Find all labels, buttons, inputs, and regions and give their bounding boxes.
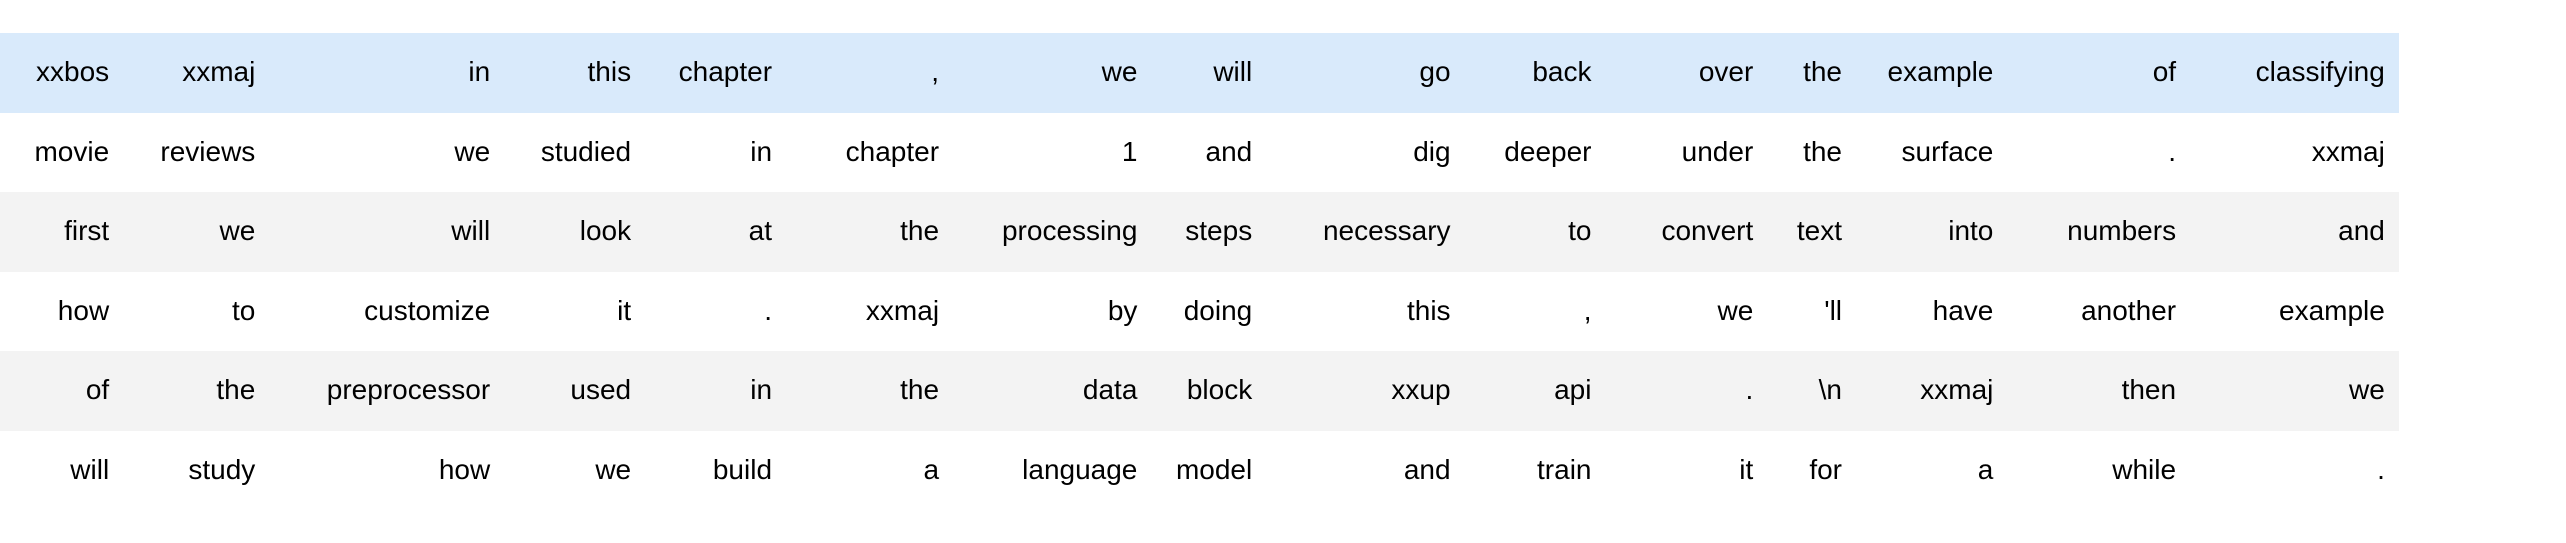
table-cell: study (123, 430, 270, 510)
table-cell: customize (269, 271, 505, 351)
table-cell: it (1605, 430, 1768, 510)
table-row: xxbos xxmaj in this chapter , we will go… (0, 33, 2566, 113)
table-cell: , (786, 33, 954, 113)
table-cell: chapter (786, 112, 954, 192)
table-cell: it (504, 271, 646, 351)
table-cell: reviews (123, 112, 270, 192)
table-row: first we will look at the processing ste… (0, 192, 2566, 272)
table-cell: block (1151, 351, 1267, 431)
table-cell: convert (1605, 192, 1768, 272)
table-cell: example (1856, 33, 2008, 113)
table-cell: and (1266, 430, 1465, 510)
table-cell: for (1767, 430, 1857, 510)
table-cell: language (953, 430, 1152, 510)
table-cell: we (953, 33, 1152, 113)
table-cell: go (1266, 33, 1465, 113)
table-cell: xxmaj (1856, 351, 2008, 431)
table-cell: doing (1151, 271, 1267, 351)
table-cell: , (1464, 271, 1606, 351)
table-cell: xxmaj (2190, 112, 2399, 192)
table-cell: how (0, 271, 124, 351)
table-cell: . (645, 271, 787, 351)
table-cell: have (1856, 271, 2008, 351)
table-cell: steps (1151, 192, 1267, 272)
table-cell: we (2190, 351, 2399, 431)
table-cell: studied (504, 112, 646, 192)
table-cell: build (645, 430, 787, 510)
table-cell: used (504, 351, 646, 431)
table-cell: and (2190, 192, 2399, 272)
table-cell: over (1605, 33, 1768, 113)
table-cell: how (269, 430, 505, 510)
table-cell: by (953, 271, 1152, 351)
table-cell: data (953, 351, 1152, 431)
table-cell: of (2007, 33, 2191, 113)
table-cell: preprocessor (269, 351, 505, 431)
table-cell: processing (953, 192, 1152, 272)
table-cell: into (1856, 192, 2008, 272)
table-cell: a (1856, 430, 2008, 510)
table-cell: then (2007, 351, 2191, 431)
table-cell: we (269, 112, 505, 192)
table-cell: the (123, 351, 270, 431)
table-cell: the (786, 351, 954, 431)
table-cell: we (1605, 271, 1768, 351)
table-cell: xxbos (0, 33, 124, 113)
table-cell: surface (1856, 112, 2008, 192)
table-cell: train (1464, 430, 1606, 510)
table-row: will study how we build a language model… (0, 430, 2566, 510)
table-cell: a (786, 430, 954, 510)
table-cell: will (0, 430, 124, 510)
table-cell: another (2007, 271, 2191, 351)
table-row: how to customize it . xxmaj by doing thi… (0, 271, 2566, 351)
token-table-body: xxbos xxmaj in this chapter , we will go… (0, 33, 2566, 510)
table-cell: text (1767, 192, 1857, 272)
table-cell: dig (1266, 112, 1465, 192)
table-row: movie reviews we studied in chapter 1 an… (0, 112, 2566, 192)
table-cell: while (2007, 430, 2191, 510)
table-cell: first (0, 192, 124, 272)
table-cell: we (123, 192, 270, 272)
table-cell: 'll (1767, 271, 1857, 351)
table-cell: in (645, 112, 787, 192)
table-cell: deeper (1464, 112, 1606, 192)
table-cell: xxmaj (786, 271, 954, 351)
table-cell: under (1605, 112, 1768, 192)
table-cell: necessary (1266, 192, 1465, 272)
table-cell: back (1464, 33, 1606, 113)
table-cell: the (786, 192, 954, 272)
table-cell: look (504, 192, 646, 272)
table-cell: this (504, 33, 646, 113)
table-cell: . (2007, 112, 2191, 192)
table-cell: we (504, 430, 646, 510)
table-cell: . (2190, 430, 2399, 510)
table-cell: and (1151, 112, 1267, 192)
table-cell: the (1767, 33, 1857, 113)
table-cell: will (269, 192, 505, 272)
table-cell: numbers (2007, 192, 2191, 272)
table-cell: classifying (2190, 33, 2399, 113)
table-cell: will (1151, 33, 1267, 113)
table-cell: to (123, 271, 270, 351)
table-cell: example (2190, 271, 2399, 351)
table-cell: api (1464, 351, 1606, 431)
table-cell: at (645, 192, 787, 272)
table-cell: movie (0, 112, 124, 192)
table-cell: model (1151, 430, 1267, 510)
token-table: xxbos xxmaj in this chapter , we will go… (0, 33, 2566, 510)
table-cell: xxup (1266, 351, 1465, 431)
table-cell: \n (1767, 351, 1857, 431)
table-cell: . (1605, 351, 1768, 431)
table-row: of the preprocessor used in the data blo… (0, 351, 2566, 431)
table-cell: in (269, 33, 505, 113)
table-cell: of (0, 351, 124, 431)
table-cell: in (645, 351, 787, 431)
table-cell: the (1767, 112, 1857, 192)
table-cell: xxmaj (123, 33, 270, 113)
table-cell: to (1464, 192, 1606, 272)
table-cell: this (1266, 271, 1465, 351)
table-cell: chapter (645, 33, 787, 113)
table-cell: 1 (953, 112, 1152, 192)
